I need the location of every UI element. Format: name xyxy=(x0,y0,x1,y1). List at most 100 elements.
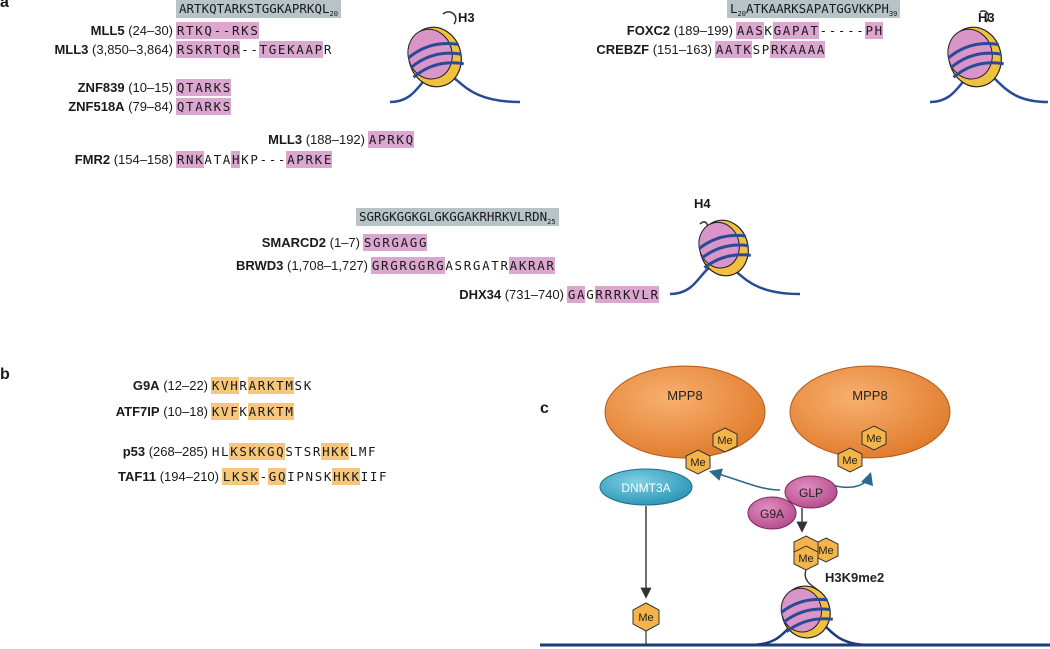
residue: T xyxy=(275,402,285,420)
panel-label-a: a xyxy=(0,0,9,11)
residue: M xyxy=(284,376,294,394)
panel-label-b: b xyxy=(0,366,10,383)
residue: - xyxy=(856,22,864,38)
residue: R xyxy=(594,285,604,303)
g9a-shape xyxy=(747,496,797,530)
nucleosome-h3-right-icon xyxy=(929,10,1049,104)
residue: K xyxy=(313,150,323,168)
residue: K xyxy=(247,442,257,460)
residue: - xyxy=(250,41,258,57)
residue: R xyxy=(398,256,408,274)
protein-name: TAF11 xyxy=(118,468,157,484)
residue: R xyxy=(426,256,436,274)
svg-text:Me: Me xyxy=(842,455,857,467)
residue: S xyxy=(314,468,323,484)
residue: K xyxy=(249,467,259,485)
residue: R xyxy=(256,402,267,420)
residue: T xyxy=(275,376,285,394)
dnmt3a-label: DNMT3A xyxy=(621,481,670,495)
residue: K xyxy=(266,376,276,394)
mpp8-left-label: MPP8 xyxy=(667,388,702,403)
me-hex-1: Me xyxy=(712,427,738,453)
residue-range: (1,708–1,727) xyxy=(283,257,368,273)
residue: F xyxy=(229,402,239,420)
protein-name: MLL3 xyxy=(268,131,303,147)
residue: K xyxy=(194,150,204,168)
residue: K xyxy=(742,40,752,58)
residue: T xyxy=(258,40,268,58)
protein-name: G9A xyxy=(132,377,160,393)
residue: G xyxy=(407,256,417,274)
glp-shape xyxy=(784,475,838,509)
protein-label: p53 (268–285) xyxy=(123,444,208,459)
residue: V xyxy=(220,376,230,394)
nucleosome-c-icon xyxy=(780,585,834,639)
protein-label: TAF11 (194–210) xyxy=(118,469,219,484)
residue: A xyxy=(800,21,810,39)
residue: - xyxy=(828,22,837,38)
protein-label: CREBZF (151–163) xyxy=(596,42,712,57)
residue: T xyxy=(185,78,195,96)
residue: R xyxy=(231,21,241,39)
residue: A xyxy=(247,402,257,420)
residue: A xyxy=(204,151,212,167)
residue: K xyxy=(350,467,360,485)
residue: A xyxy=(194,97,204,115)
residue: K xyxy=(212,78,222,96)
residue: I xyxy=(360,468,369,484)
residue: A xyxy=(788,40,798,58)
residue-range: (10–18) xyxy=(159,403,208,419)
residue: S xyxy=(240,467,250,485)
protein-label: ZNF839 (10–15) xyxy=(78,80,173,95)
residue: K xyxy=(241,151,249,167)
svg-text:Me: Me xyxy=(717,435,732,447)
residue: Q xyxy=(404,130,414,148)
residue: K xyxy=(622,285,632,303)
residue: A xyxy=(222,151,231,167)
residue: S xyxy=(221,78,232,96)
residue-range: (3,850–3,864) xyxy=(88,41,173,57)
residue: A xyxy=(247,376,257,394)
residue: K xyxy=(256,442,267,460)
residue: P xyxy=(864,21,874,39)
residue: V xyxy=(631,285,641,303)
residue: R xyxy=(380,256,390,274)
protein-name: ZNF518A xyxy=(68,98,125,114)
residue: A xyxy=(445,257,453,273)
residue: - xyxy=(277,151,286,167)
h3k9me2-label: H3K9me2 xyxy=(825,570,884,585)
mpp8-left-shape xyxy=(604,365,766,459)
protein-label: ATF7IP (10–18) xyxy=(116,404,208,419)
residue-range: (268–285) xyxy=(145,443,208,459)
glp-label: GLP xyxy=(799,486,823,500)
residue: R xyxy=(612,285,623,303)
residue: G xyxy=(772,21,782,39)
residue: K xyxy=(518,256,528,274)
residue: R xyxy=(381,233,391,251)
residue: A xyxy=(576,285,586,303)
g9a-label: G9A xyxy=(760,507,784,521)
residue: F xyxy=(368,443,376,459)
residue: G xyxy=(472,257,481,273)
residue: R xyxy=(176,40,186,58)
protein-name: ZNF839 xyxy=(77,79,125,95)
residue: G xyxy=(371,256,381,274)
svg-text:Me: Me xyxy=(690,457,705,469)
residue: Q xyxy=(176,97,186,115)
residue: I xyxy=(369,468,378,484)
protein-label: MLL3 (188–192) xyxy=(268,132,365,147)
protein-label: FMR2 (154–158) xyxy=(75,152,173,167)
residue: R xyxy=(203,97,213,115)
